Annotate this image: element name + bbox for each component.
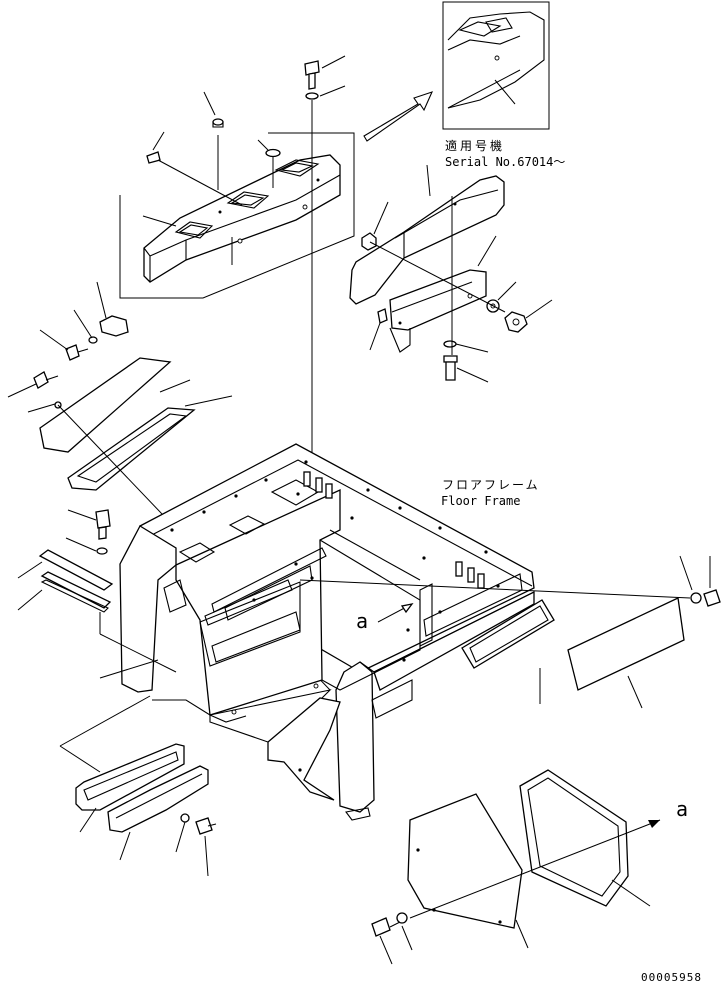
left-bracket-group <box>7 281 129 413</box>
bottom-left-channels <box>59 695 217 877</box>
inset-arrow <box>363 91 434 142</box>
side-panel-group <box>349 164 553 383</box>
left-cover-plates <box>39 357 331 691</box>
applicable-label: 適用号機 <box>445 138 505 153</box>
right-panels <box>299 555 721 709</box>
inset-detail <box>442 1 550 130</box>
floor-frame-label-en: Floor Frame <box>441 494 520 508</box>
floor-frame-label-jp: フロアフレーム <box>442 478 540 492</box>
left-lower-parts <box>17 509 177 679</box>
marker-a-right: a <box>676 797 688 821</box>
bottom-right-plates <box>371 769 661 965</box>
top-bolt <box>304 55 346 480</box>
console-cover-group <box>119 91 355 299</box>
floor-frame <box>119 443 535 821</box>
serial-number-label: Serial No.67014～ <box>445 155 565 169</box>
arrow-a-left <box>377 603 414 623</box>
drawing-number: 00005958 <box>641 971 702 984</box>
marker-a-left: a <box>356 609 368 633</box>
